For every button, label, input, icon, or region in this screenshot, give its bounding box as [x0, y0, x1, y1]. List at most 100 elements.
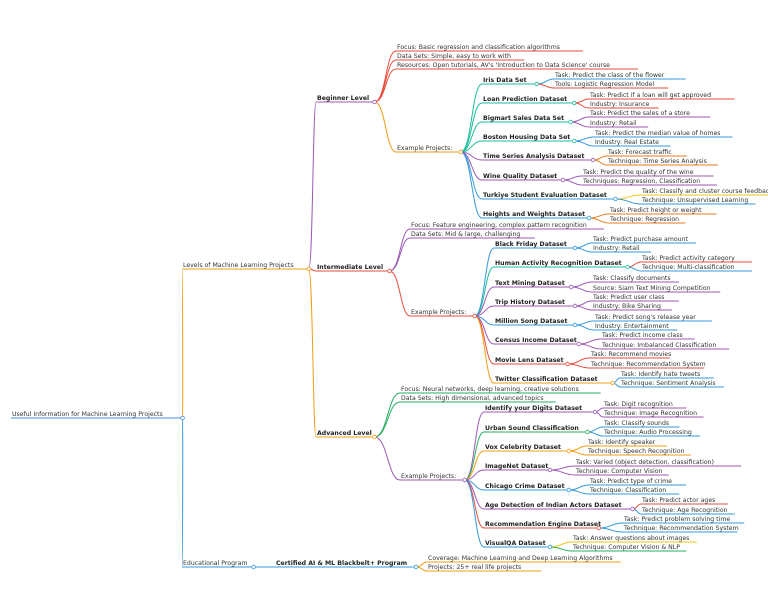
mindmap-node[interactable]: Industry: Bike Sharing: [592, 303, 672, 311]
mindmap-node[interactable]: Tools: Logistic Regression Model: [554, 81, 669, 89]
mindmap-node[interactable]: Industry: Entertainment: [594, 323, 678, 331]
mindmap-node[interactable]: Projects: 25+ real life projects: [427, 564, 542, 572]
mindmap-node[interactable]: Identify your Digits Dataset: [484, 405, 593, 413]
mindmap-node[interactable]: Task: Answer questions about images: [572, 535, 697, 543]
node-expander[interactable]: [630, 506, 635, 512]
mindmap-node[interactable]: Technique: Sentiment Analysis: [620, 380, 725, 388]
mindmap-node[interactable]: Technique: Regression: [609, 216, 686, 224]
mindmap-node[interactable]: Task: Predict type of crime: [589, 478, 687, 486]
mindmap-node[interactable]: Data Sets: High dimensional, advanced to…: [400, 395, 556, 403]
mindmap-node[interactable]: Million Song Dataset: [494, 318, 573, 326]
mindmap-node[interactable]: Example Projects:: [410, 309, 473, 317]
mindmap-node[interactable]: Chicago Crime Dataset: [484, 483, 567, 491]
mindmap-node[interactable]: Technique: Multi-classification: [641, 264, 752, 272]
mindmap-node[interactable]: Industry: Retail: [592, 245, 652, 253]
mindmap-node[interactable]: Focus: Feature engineering, complex patt…: [410, 222, 604, 230]
mindmap-node[interactable]: Task: Predict income class: [601, 332, 695, 340]
mindmap-node[interactable]: Data Sets: Mid & large, challenging: [410, 231, 535, 239]
mindmap-node[interactable]: Task: Forecast traffic: [607, 149, 687, 157]
mindmap-node[interactable]: Census Income Dataset: [494, 337, 577, 345]
node-expander[interactable]: [610, 380, 615, 386]
mindmap-node[interactable]: Task: Predict song's release year: [594, 314, 712, 322]
node-expander[interactable]: [372, 434, 377, 440]
node-expander[interactable]: [534, 81, 539, 87]
node-expander[interactable]: [587, 215, 592, 221]
mindmap-node[interactable]: Example Projects:: [400, 473, 463, 481]
node-expander[interactable]: [613, 196, 618, 202]
node-expander[interactable]: [458, 149, 463, 155]
mindmap-node[interactable]: Task: Identify speaker: [587, 439, 667, 447]
node-expander[interactable]: [572, 100, 577, 106]
mindmap-node[interactable]: Industry: Retail: [589, 120, 649, 128]
mindmap-node[interactable]: Time Series Analysis Dataset: [482, 153, 591, 161]
mindmap-node[interactable]: Task: Digit recognition: [603, 401, 687, 409]
mindmap-node[interactable]: Task: Predict the median value of homes: [594, 130, 733, 138]
mindmap-node[interactable]: Task: Classify documents: [592, 275, 679, 283]
node-expander[interactable]: [596, 525, 601, 531]
mindmap-node[interactable]: Technique: Recommendation System: [590, 361, 706, 369]
node-expander[interactable]: [566, 448, 571, 454]
node-expander[interactable]: [560, 177, 566, 183]
node-expander[interactable]: [566, 487, 571, 493]
mindmap-node[interactable]: Twitter Classification Dataset: [494, 376, 611, 384]
mindmap-node[interactable]: Industry: Real Estate: [594, 139, 671, 147]
mindmap-node[interactable]: Technique: Recommendation System: [623, 525, 739, 533]
mindmap-node[interactable]: Age Detection of Indian Actors Dataset: [484, 502, 631, 510]
node-expander[interactable]: [547, 544, 553, 550]
mindmap-node[interactable]: Task: Predict user class: [592, 294, 679, 302]
mindmap-node[interactable]: Technique: Computer Vision & NLP: [572, 544, 687, 552]
mindmap-node[interactable]: Educational Program: [182, 560, 252, 568]
mindmap-node[interactable]: Black Friday Dataset: [494, 241, 573, 249]
mindmap-node[interactable]: Technique: Speech Recognition: [587, 448, 692, 456]
mindmap-node[interactable]: Task: Predict actor ages: [641, 497, 728, 505]
node-expander[interactable]: [462, 477, 467, 483]
mindmap-node[interactable]: Task: Predict activity category: [641, 255, 752, 263]
mindmap-node[interactable]: Technique: Computer Vision: [575, 468, 669, 476]
mindmap-node[interactable]: Bigmart Sales Data Set: [482, 115, 569, 123]
mindmap-node[interactable]: Technique: Image Recognition: [603, 410, 704, 418]
mindmap-node[interactable]: Source: Siam Text Mining Competition: [592, 285, 721, 293]
node-expander[interactable]: [306, 266, 311, 272]
mindmap-node[interactable]: Technique: Audio Processing: [603, 429, 701, 437]
mindmap-node[interactable]: Text Mining Dataset: [494, 280, 570, 288]
mindmap-node[interactable]: Coverage: Machine Learning and Deep Lear…: [427, 555, 621, 563]
mindmap-node[interactable]: Task: Predict the class of the flower: [554, 72, 686, 80]
mindmap-node[interactable]: Urban Sound Classification: [484, 425, 586, 433]
node-expander[interactable]: [569, 284, 574, 290]
mindmap-node[interactable]: ImageNet Dataset: [484, 463, 548, 471]
mindmap-node[interactable]: Resources: Open tutorials, AV's 'Introdu…: [396, 62, 639, 70]
mindmap-node[interactable]: Certified AI & ML Blackbelt+ Program: [275, 560, 414, 568]
mindmap-node[interactable]: Task: Recommend movies: [590, 351, 671, 359]
mindmap-node[interactable]: Beginner Level: [316, 95, 373, 103]
mindmap-node[interactable]: Task: Predict the quality of the wine: [582, 169, 714, 177]
mindmap-node[interactable]: Loan Prediction Dataset: [482, 96, 573, 104]
node-expander[interactable]: [472, 313, 477, 319]
node-expander[interactable]: [572, 138, 577, 144]
mindmap-node[interactable]: Useful Information for Machine Learning …: [11, 411, 181, 419]
mindmap-node[interactable]: Task: Predict if a loan will get approve…: [589, 92, 735, 100]
mindmap-node[interactable]: Focus: Neural networks, deep learning, c…: [400, 386, 601, 394]
mindmap-node[interactable]: Vox Celebrity Dataset: [484, 444, 567, 452]
mindmap-node[interactable]: Task: Identify hate tweets: [620, 371, 714, 379]
mindmap-node[interactable]: Iris Data Set: [482, 77, 535, 85]
mindmap-node[interactable]: Task: Predict height or weight: [609, 207, 717, 215]
node-expander[interactable]: [565, 361, 570, 367]
node-expander[interactable]: [585, 429, 590, 435]
mindmap-node[interactable]: Example Projects:: [396, 145, 459, 153]
mindmap-node[interactable]: Technique: Time Series Analysis: [607, 158, 718, 166]
mindmap-node[interactable]: Task: Predict the sales of a store: [589, 110, 711, 118]
mindmap-node[interactable]: Technique: Unsupervised Learning: [641, 197, 756, 205]
mindmap-node[interactable]: Focus: Basic regression and classificati…: [396, 44, 583, 52]
mindmap-node[interactable]: VisualQA Dataset: [484, 540, 548, 548]
node-expander[interactable]: [180, 415, 185, 421]
node-expander[interactable]: [547, 467, 553, 473]
mindmap-node[interactable]: Heights and Weights Dataset: [482, 211, 588, 219]
node-expander[interactable]: [576, 341, 581, 347]
mindmap-node[interactable]: Boston Housing Data Set: [482, 134, 573, 142]
node-expander[interactable]: [572, 245, 578, 251]
mindmap-node[interactable]: Techniques: Regression, Classification: [582, 178, 718, 186]
node-expander[interactable]: [372, 99, 377, 105]
node-expander[interactable]: [572, 303, 578, 309]
mindmap-node[interactable]: Recommendation Engine Dataset: [484, 521, 601, 529]
node-expander[interactable]: [572, 322, 578, 328]
